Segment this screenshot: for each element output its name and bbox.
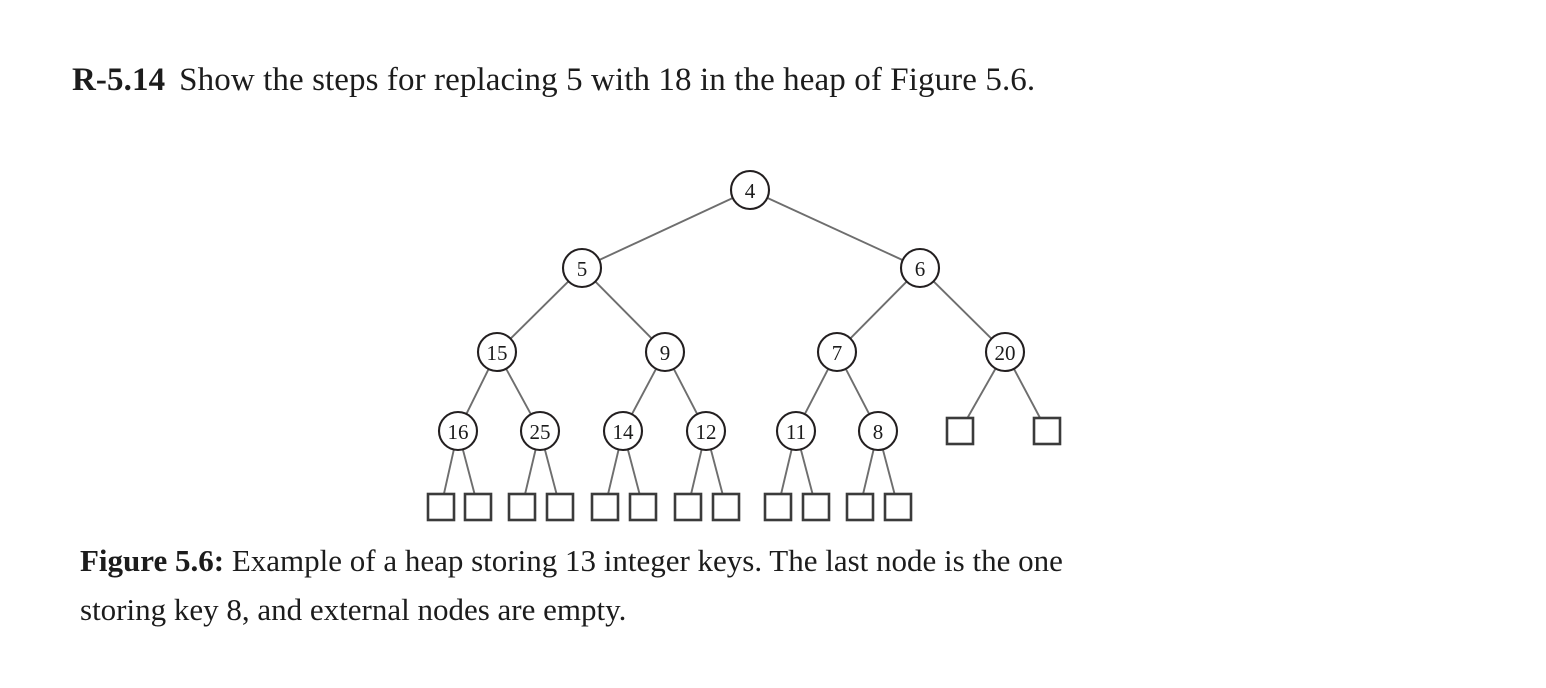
node-key-label: 25 [530, 420, 551, 444]
node-circle [685, 410, 727, 452]
tree-edge [631, 368, 657, 415]
node-key-label: 7 [832, 341, 843, 365]
heap-node: 20 [984, 331, 1026, 373]
node-key-label: 6 [915, 257, 926, 281]
exercise-number: R-5.14 [72, 62, 166, 98]
node-circle [644, 331, 686, 373]
node-key-label: 8 [873, 420, 884, 444]
node-key-label: 5 [577, 257, 588, 281]
tree-edge [709, 449, 724, 495]
external-node [426, 492, 456, 522]
tree-edge [598, 197, 734, 261]
external-node [463, 492, 493, 522]
external-node [763, 492, 793, 522]
node-circle [729, 169, 771, 211]
external-node [545, 492, 575, 522]
tree-edge [672, 368, 699, 415]
node-key-label: 12 [696, 420, 717, 444]
tree-edge [607, 449, 620, 495]
tree-edge [509, 280, 570, 340]
node-key-label: 15 [487, 341, 508, 365]
node-circle [984, 331, 1026, 373]
caption-text-1: Example of a heap storing 13 integer key… [231, 543, 1063, 578]
caption-line-2: storing key 8, and external nodes are em… [80, 592, 627, 627]
tree-edge [862, 449, 875, 495]
node-key-label: 20 [995, 341, 1016, 365]
caption-label: Figure 5.6: [80, 543, 225, 578]
external-nodes [426, 416, 1062, 522]
tree-edge [465, 368, 490, 415]
tree-edge [766, 197, 904, 261]
node-circle [816, 331, 858, 373]
heap-node: 5 [561, 247, 603, 289]
heap-figure: 4 5 6 15 9 7 20 16 25 14 12 11 8 [0, 150, 1546, 540]
heap-node: 7 [816, 331, 858, 373]
node-circle [775, 410, 817, 452]
heap-node: 8 [857, 410, 899, 452]
heap-node: 25 [519, 410, 561, 452]
tree-edge [543, 449, 558, 495]
external-node [1032, 416, 1062, 446]
tree-edge [799, 449, 814, 495]
node-key-label: 16 [448, 420, 469, 444]
tree-edge [881, 449, 896, 495]
tree-edge [594, 280, 653, 340]
tree-edge [442, 449, 455, 495]
external-node [711, 492, 741, 522]
heap-node: 6 [899, 247, 941, 289]
tree-edge [505, 368, 532, 415]
heap-node: 14 [602, 410, 644, 452]
node-circle [437, 410, 479, 452]
heap-node: 16 [437, 410, 479, 452]
tree-edge [803, 368, 830, 415]
tree-edge [849, 280, 908, 340]
node-key-label: 14 [613, 420, 635, 444]
external-node [590, 492, 620, 522]
external-node [507, 492, 537, 522]
exercise-statement: R-5.14 Show the steps for replacing 5 wit… [72, 58, 1492, 102]
node-circle [899, 247, 941, 289]
exercise-text: Show the steps for replacing 5 with 18 i… [179, 62, 1036, 98]
figure-caption: Figure 5.6: Example of a heap storing 13… [80, 536, 1410, 634]
node-circle [519, 410, 561, 452]
external-node [673, 492, 703, 522]
heap-node: 4 [729, 169, 771, 211]
external-node [883, 492, 913, 522]
tree-edge [1013, 368, 1041, 419]
tree-edge [690, 449, 703, 495]
node-key-label: 9 [660, 341, 671, 365]
tree-edge [966, 368, 997, 419]
node-circle [476, 331, 518, 373]
tree-edge [524, 449, 537, 495]
external-node [628, 492, 658, 522]
tree-edge [932, 280, 993, 340]
node-circle [602, 410, 644, 452]
tree-edges [442, 197, 1041, 495]
heap-node: 15 [476, 331, 518, 373]
heap-node: 11 [775, 410, 817, 452]
external-node [801, 492, 831, 522]
node-circle [561, 247, 603, 289]
node-key-label: 11 [786, 420, 806, 444]
tree-edge [461, 449, 476, 495]
heap-tree-diagram: 4 5 6 15 9 7 20 16 25 14 12 11 8 [426, 169, 1062, 522]
heap-node: 9 [644, 331, 686, 373]
tree-edge [626, 449, 641, 495]
tree-edge [780, 449, 793, 495]
heap-node: 12 [685, 410, 727, 452]
caption-line-1: Figure 5.6: Example of a heap storing 13… [80, 536, 1410, 585]
tree-edge [844, 368, 871, 415]
node-key-label: 4 [745, 179, 756, 203]
external-node [845, 492, 875, 522]
node-circle [857, 410, 899, 452]
internal-nodes: 4 5 6 15 9 7 20 16 25 14 12 11 8 [437, 169, 1026, 452]
external-node [945, 416, 975, 446]
